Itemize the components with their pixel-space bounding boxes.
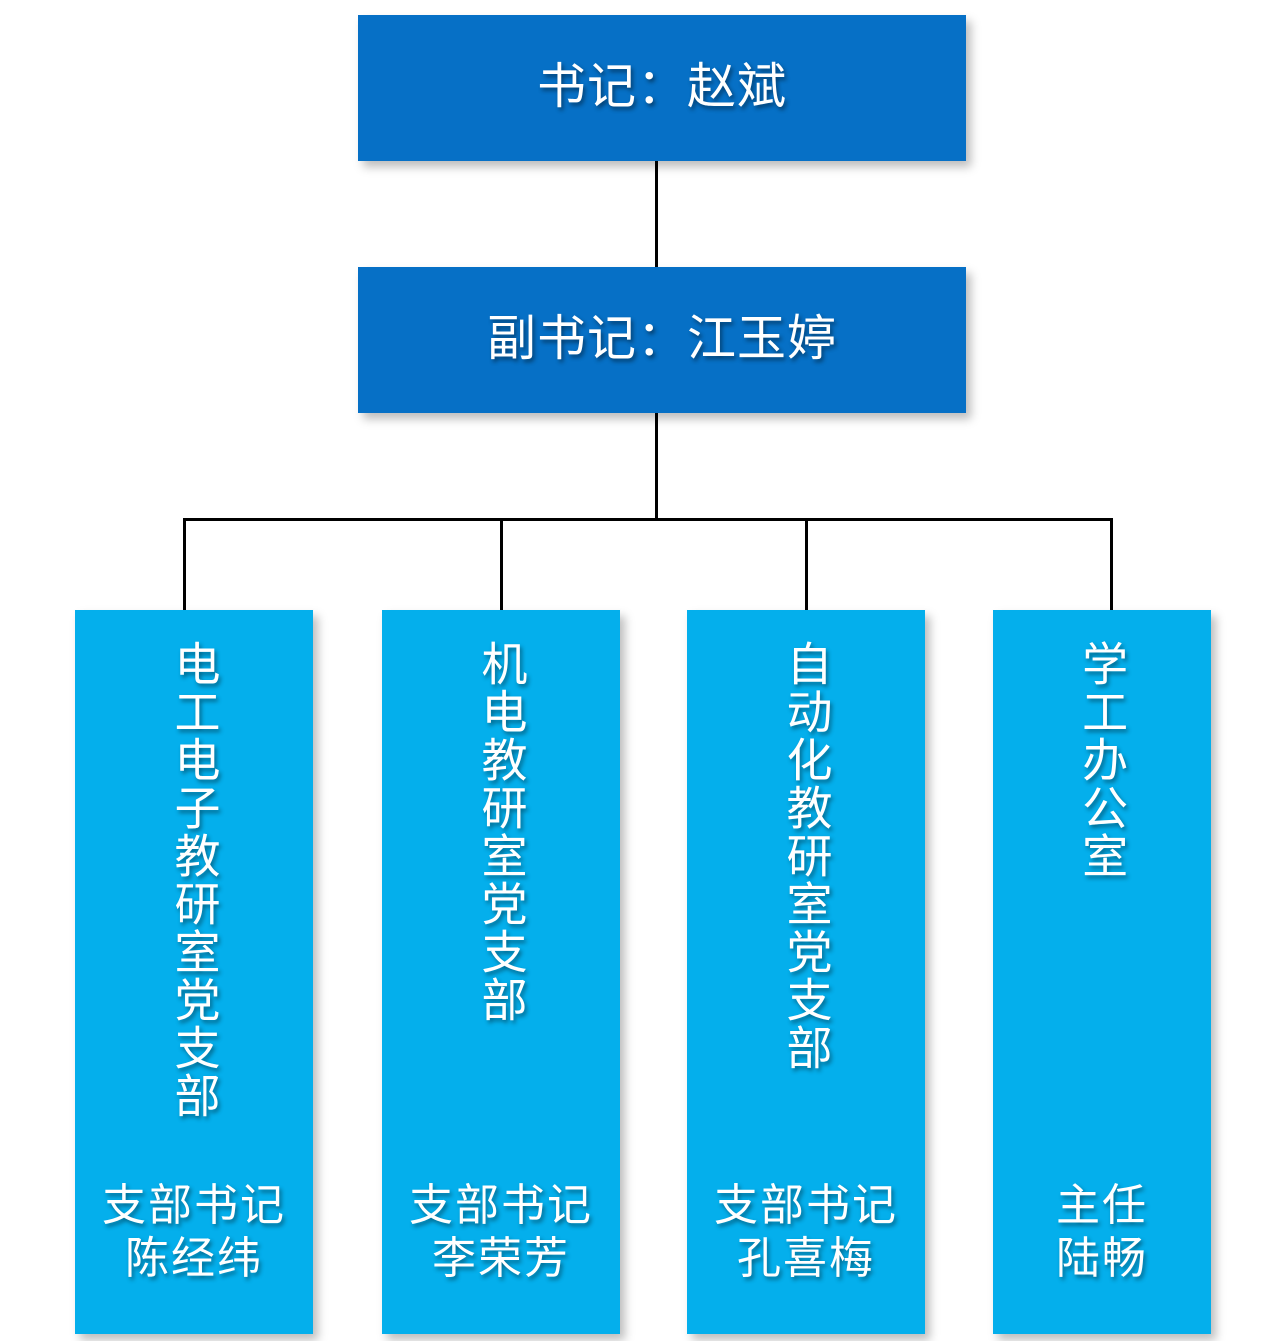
connector-drop-unit-3: [805, 518, 808, 611]
connector-drop-unit-2: [500, 518, 503, 611]
node-unit-2-person-block: 支部书记 李荣芳: [382, 1179, 620, 1286]
node-unit-3-person: 孔喜梅: [737, 1234, 875, 1284]
node-unit-3-person-block: 支部书记 孔喜梅: [687, 1179, 925, 1286]
node-unit-2-name: 机电教研室党支部: [475, 640, 528, 1024]
node-unit-1-person: 陈经纬: [125, 1234, 263, 1284]
node-unit-4-role: 主任: [1056, 1180, 1148, 1230]
node-unit-2-role: 支部书记: [409, 1180, 593, 1230]
node-unit-1-person-block: 支部书记 陈经纬: [75, 1179, 313, 1286]
node-unit-automation[interactable]: 自动化教研室党支部 支部书记 孔喜梅: [687, 610, 925, 1334]
node-secretary-title: 书记：赵斌: [536, 60, 787, 115]
node-deputy-secretary-title: 副书记：江玉婷: [486, 312, 837, 367]
connector-drop-unit-1: [183, 518, 186, 611]
node-unit-3-name: 自动化教研室党支部: [780, 640, 833, 1072]
node-unit-student-affairs-office[interactable]: 学工办公室 主任 陆畅: [993, 610, 1211, 1334]
node-unit-1-name: 电工电子教研室党支部: [168, 640, 221, 1120]
node-unit-4-name: 学工办公室: [1076, 640, 1129, 880]
connector-root-to-deputy: [655, 160, 658, 267]
node-deputy-secretary[interactable]: 副书记：江玉婷: [358, 267, 966, 413]
connector-horizontal-bus: [183, 518, 1113, 521]
node-unit-4-person-block: 主任 陆畅: [993, 1179, 1211, 1286]
node-unit-mechatronics[interactable]: 机电教研室党支部 支部书记 李荣芳: [382, 610, 620, 1334]
node-unit-3-role: 支部书记: [714, 1180, 898, 1230]
node-unit-2-person: 李荣芳: [432, 1234, 570, 1284]
connector-deputy-stem: [655, 413, 658, 520]
node-unit-4-person: 陆畅: [1056, 1234, 1148, 1284]
connector-drop-unit-4: [1110, 518, 1113, 611]
node-unit-electrical-electronics[interactable]: 电工电子教研室党支部 支部书记 陈经纬: [75, 610, 313, 1334]
node-secretary[interactable]: 书记：赵斌: [358, 15, 966, 161]
node-unit-1-role: 支部书记: [102, 1180, 286, 1230]
